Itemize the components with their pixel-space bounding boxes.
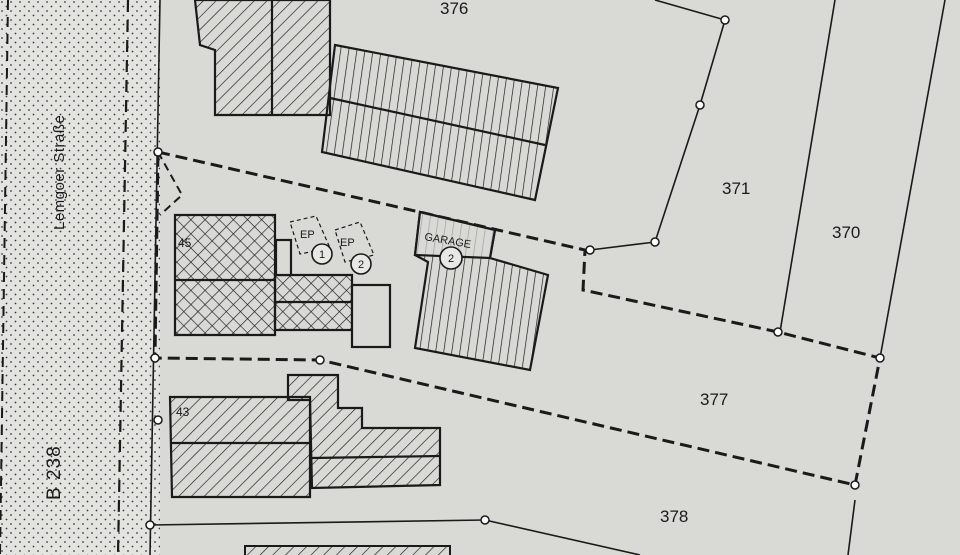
parcel-371-label: 371 xyxy=(722,179,750,198)
ep-markers xyxy=(289,215,375,263)
house-45 xyxy=(173,213,392,349)
buildings-parcel-376 xyxy=(193,0,560,202)
street-band xyxy=(0,0,161,555)
svg-text:1: 1 xyxy=(319,249,325,261)
ep-label-1: EP xyxy=(300,229,315,241)
building-bottom xyxy=(244,545,451,555)
parcel-376-label: 376 xyxy=(440,0,468,18)
house-43 xyxy=(168,373,442,499)
house-number-43: 43 xyxy=(176,405,190,419)
circle-marker-1: 1 xyxy=(311,243,333,265)
svg-text:2: 2 xyxy=(448,253,454,265)
parcel-378-label: 378 xyxy=(660,507,688,526)
house-number-45: 45 xyxy=(178,236,192,250)
svg-text:2: 2 xyxy=(358,259,364,271)
street-name-label: Lemgoer Straße xyxy=(51,115,68,230)
ep-label-2: EP xyxy=(340,237,355,249)
circle-marker-2a: 2 xyxy=(350,253,372,275)
road-label: B 238 xyxy=(44,445,65,500)
parcel-377-label: 377 xyxy=(700,390,728,409)
circle-marker-2b: 2 xyxy=(439,246,463,270)
boundary-vertices xyxy=(145,15,885,530)
parcel-370-label: 370 xyxy=(832,223,860,242)
